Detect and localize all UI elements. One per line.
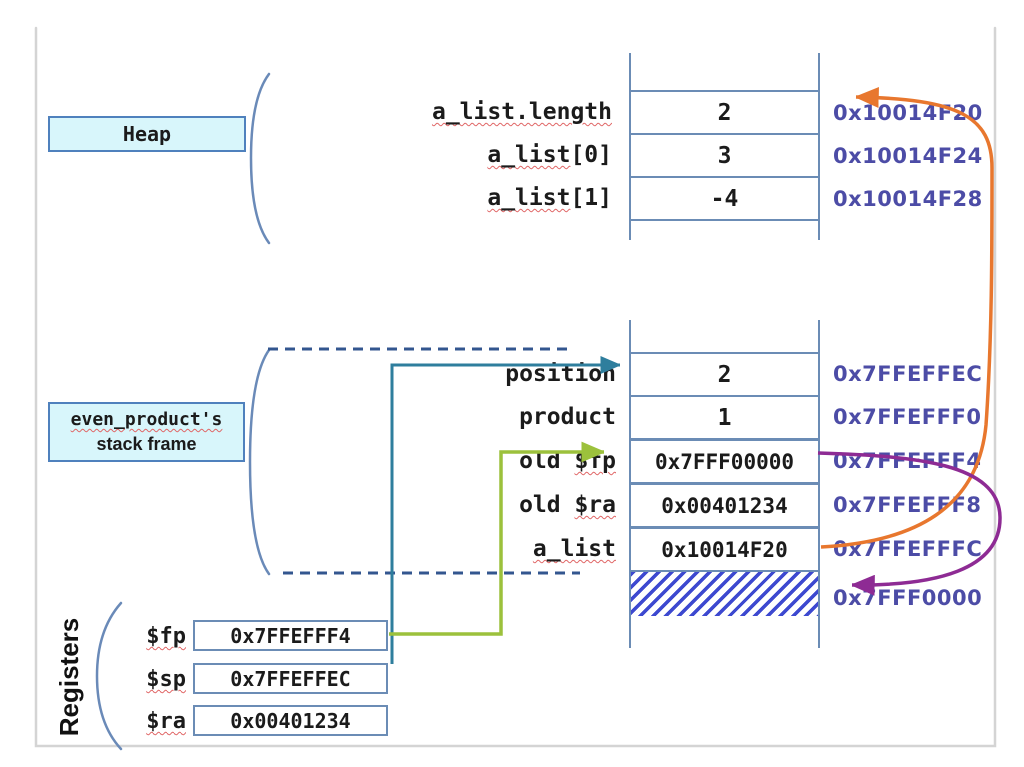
heap-brace [249,72,271,245]
stack-address: 0x7FFEFFF4 [833,449,982,473]
stack-frame-label-line1: even_product's [70,409,223,430]
heap-address: 0x10014F28 [833,187,983,211]
stack-row-label: old $fp [519,448,616,474]
heap-label: Heap [122,122,172,146]
stack-address-hatched: 0x7FFF0000 [833,586,983,610]
stack-row-label: old $ra [519,492,616,518]
stack-frame-label-line2: stack frame [96,434,197,454]
heap-address: 0x10014F20 [833,101,983,125]
stack-address: 0x7FFEFFFC [833,537,983,561]
heap-label-box: Heap [48,116,246,152]
registers-label: Registers [54,617,84,737]
heap-row-label: a_list[0] [487,142,612,168]
stack-address: 0x7FFEFFEC [833,362,983,386]
register-name: $ra [146,709,186,734]
stack-cell: 1 [629,395,820,440]
stack-hatched-cell [631,572,818,616]
stack-cell: 0x10014F20 [629,527,820,572]
stack-address: 0x7FFEFFF8 [833,493,982,517]
stack-row-label: position [505,361,616,387]
register-name: $fp [146,624,186,649]
heap-cell: 2 [629,90,820,135]
stack-frame-label-box: even_product's stack frame [48,402,245,462]
stack-address: 0x7FFEFFF0 [833,405,982,429]
stack-row-label: a_list [532,536,616,562]
stack-cell: 0x00401234 [629,483,820,528]
stack-cell: 0x7FFF00000 [629,439,820,484]
heap-address: 0x10014F24 [833,144,983,168]
register-value-box: 0x7FFEFFF4 [193,620,388,651]
heap-cell: -4 [629,176,820,221]
heap-row-label: a_list.length [431,99,612,125]
register-name: $sp [146,667,186,692]
heap-cell: 3 [629,133,820,178]
register-value-box: 0x00401234 [193,705,388,736]
heap-row-label: a_list[1] [487,185,612,211]
register-value-box: 0x7FFEFFEC [193,663,388,694]
stack-frame-brace [248,348,271,576]
stack-cell: 2 [629,352,820,397]
stack-row-label: product [519,404,616,430]
